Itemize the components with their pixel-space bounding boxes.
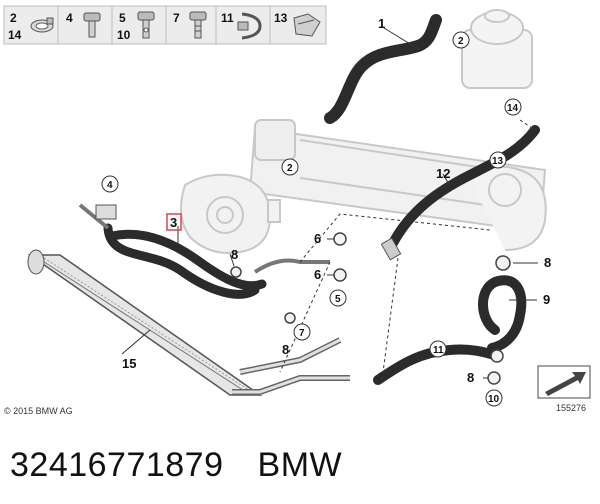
callout-2a: 2	[458, 36, 464, 47]
legend-bottom-3: 10	[117, 28, 131, 42]
banjo-bolt-icon	[189, 11, 207, 39]
callout-8b: 8	[282, 342, 289, 357]
callout-8d: 8	[467, 370, 474, 385]
callout-14: 14	[507, 103, 519, 114]
callout-4: 4	[107, 180, 113, 191]
plain-callouts: 1 3 8 6 6 8 12 8 9 8 15	[122, 16, 551, 385]
callout-6a: 6	[314, 231, 321, 246]
pump-ghost	[180, 173, 281, 254]
legend-top-4: 7	[173, 11, 180, 25]
hose-12-fitting	[380, 237, 402, 261]
parts-diagram: 2 14 4 5 10 7 11 13	[3, 5, 591, 416]
leader-lines	[279, 119, 536, 381]
fastener-legend: 2 14 4 5 10 7 11 13	[3, 5, 327, 45]
hose-11	[373, 344, 502, 385]
oil-cooler	[27, 249, 350, 396]
legend-bottom-1: 14	[8, 28, 22, 42]
part-info: 32416771879 BMW	[10, 440, 590, 490]
circled-callouts: 2 2 14 13 4 5 7 11 10	[101, 31, 522, 407]
legend-top-2: 4	[66, 11, 73, 25]
callout-9: 9	[543, 292, 550, 307]
callout-12: 12	[436, 166, 450, 181]
holder-clip-icon	[293, 13, 321, 37]
hose-12	[387, 125, 540, 250]
legend-top-5: 11	[221, 11, 234, 25]
legend-top-1: 2	[10, 11, 17, 25]
callout-8a: 8	[231, 247, 238, 262]
hose-9	[478, 275, 527, 353]
diagram-id: 155276	[556, 403, 586, 413]
direction-arrow-box	[537, 365, 591, 399]
brand-name: BMW	[257, 445, 343, 484]
callout-2b: 2	[287, 163, 293, 174]
pressure-line	[253, 258, 330, 274]
callout-10: 10	[488, 394, 500, 405]
callout-leaders	[121, 27, 538, 379]
copyright: © 2015 BMW AG	[4, 406, 73, 416]
legend-top-6: 13	[274, 11, 288, 25]
legend-top-3: 5	[119, 11, 126, 25]
hose-clip-icon	[237, 12, 262, 40]
hollow-bolt-icon	[137, 11, 155, 39]
highlight-box	[166, 213, 182, 231]
reservoir-ghost	[461, 9, 533, 89]
hose-3	[78, 203, 267, 299]
hose-1	[324, 14, 442, 124]
part-number: 32416771879	[10, 445, 224, 484]
callout-6b: 6	[314, 267, 321, 282]
hose-clamp-icon	[30, 17, 54, 33]
callout-11: 11	[433, 345, 444, 356]
callout-8c: 8	[544, 255, 551, 270]
bolt-icon	[83, 12, 101, 38]
steering-gear-ghost	[248, 119, 547, 251]
callout-15: 15	[122, 356, 136, 371]
callout-7: 7	[299, 328, 305, 339]
callout-13: 13	[492, 156, 504, 167]
small-fittings	[230, 232, 511, 385]
callout-5: 5	[335, 294, 341, 305]
callout-3: 3	[170, 215, 177, 230]
callout-1: 1	[378, 16, 385, 31]
